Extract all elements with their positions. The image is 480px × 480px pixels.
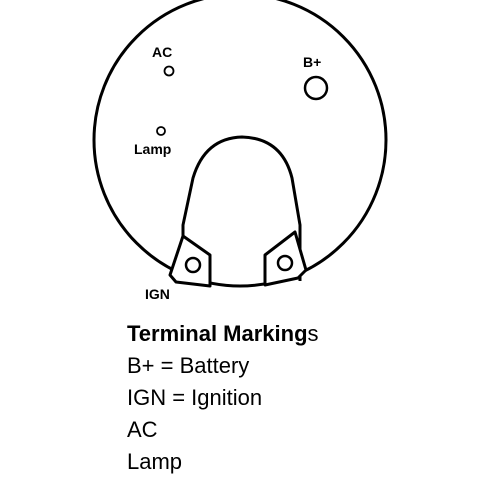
ign-label: IGN bbox=[145, 286, 170, 302]
lamp-terminal bbox=[156, 126, 166, 136]
legend-line-ignition: IGN = Ignition bbox=[127, 385, 263, 410]
terminal-legend: Terminal Markings B+ = Battery IGN = Ign… bbox=[127, 318, 447, 478]
legend-title-suffix: s bbox=[307, 321, 319, 346]
ac-label: AC bbox=[152, 44, 172, 60]
legend-title-bold: Terminal Marking bbox=[127, 321, 308, 346]
b-plus-terminal bbox=[303, 75, 329, 101]
lamp-label: Lamp bbox=[134, 141, 171, 157]
center-cutout bbox=[181, 135, 302, 283]
b-plus-label: B+ bbox=[303, 54, 321, 70]
housing-circle bbox=[92, 0, 388, 288]
legend-line-ac: AC bbox=[127, 417, 158, 442]
legend-line-battery: B+ = Battery bbox=[127, 353, 250, 378]
ign-terminal-tab-right bbox=[263, 230, 308, 287]
legend-line-lamp: Lamp bbox=[127, 449, 183, 474]
legend-title: Terminal Markings bbox=[127, 318, 447, 350]
ign-terminal-hole-right bbox=[276, 254, 294, 272]
ign-terminal-hole-left bbox=[184, 256, 202, 274]
ac-terminal bbox=[163, 65, 175, 77]
ign-terminal-tab-left bbox=[168, 234, 212, 288]
